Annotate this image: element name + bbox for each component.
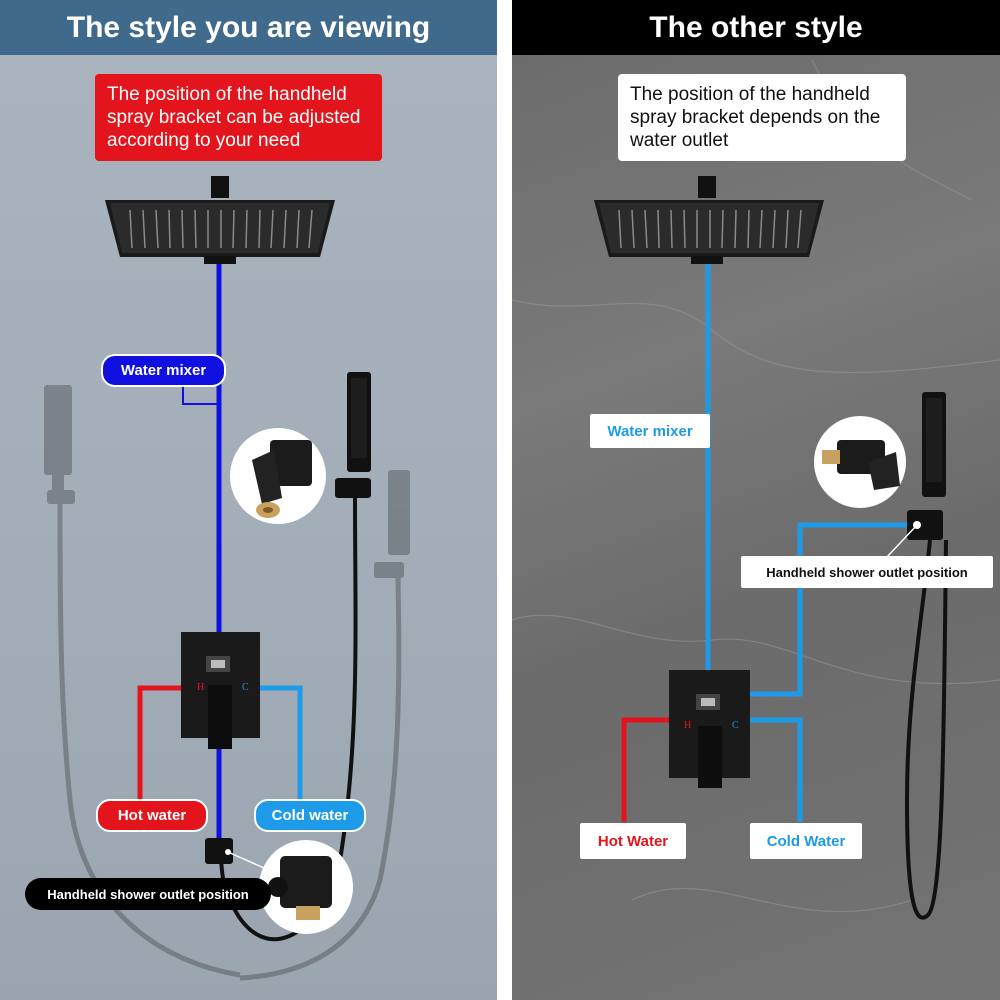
hot-mark: H [684,720,691,731]
shower-valve-icon: H C [669,670,750,788]
right-hot-water-label: Hot Water [580,823,686,859]
left-diagram: H C [44,176,410,981]
left-hot-water-label: Hot water [96,799,208,832]
right-note: The position of the handheld spray brack… [618,74,906,161]
rain-shower-head-icon [105,176,335,264]
rain-shower-head-icon [594,176,824,264]
ghost-hand-shower-icon [44,385,241,978]
ghost-hand-shower-icon-2 [239,470,410,981]
outlet-elbow-icon [205,838,353,934]
cold-mark: C [242,682,249,693]
left-outlet-label: Handheld shower outlet position [25,878,271,910]
left-panel: H C [0,0,497,1000]
left-water-mixer-label: Water mixer [101,354,226,387]
panel-divider [497,0,512,1000]
right-panel: H C The other style The position of the [512,0,1000,1000]
right-diagram: H C [512,59,1000,920]
right-header: The other style [512,0,1000,55]
left-cold-water-label: Cold water [254,799,366,832]
hot-mark: H [197,682,204,693]
left-note: The position of the handheld spray brack… [95,74,382,161]
shower-valve-icon: H C [181,632,260,749]
holder-bracket-icon [230,428,326,524]
right-outlet-label: Handheld shower outlet position [741,556,993,588]
right-water-mixer-label: Water mixer [590,414,710,448]
holder-bracket-icon [814,416,906,508]
right-cold-water-label: Cold Water [750,823,862,859]
left-header: The style you are viewing [0,0,497,55]
cold-mark: C [732,720,739,731]
hand-shower-icon [904,392,948,920]
